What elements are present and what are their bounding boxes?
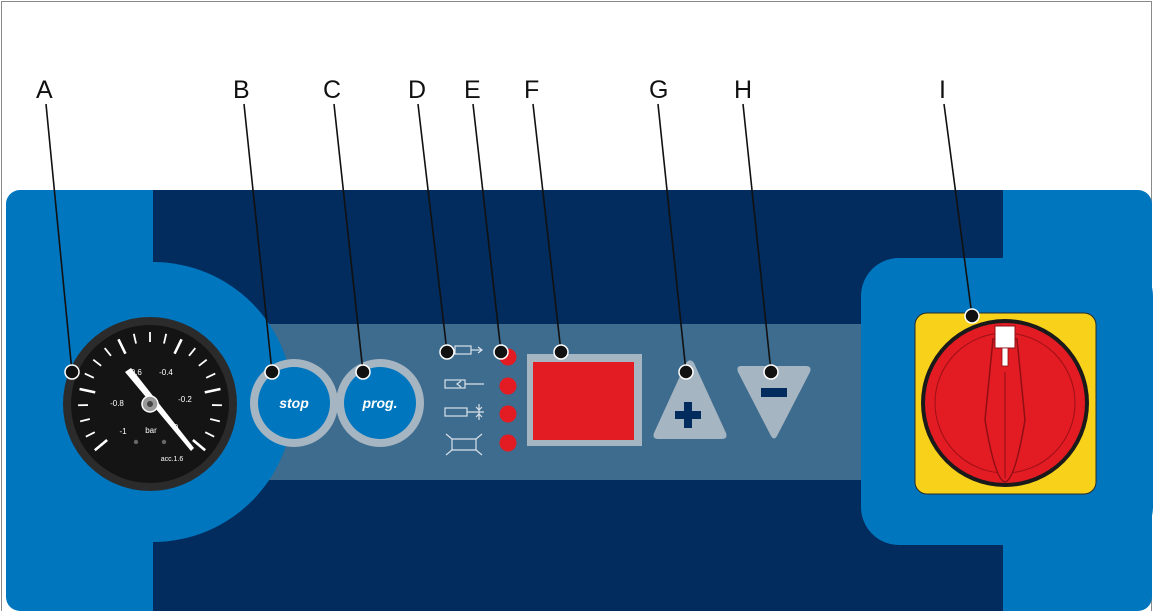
leader-dot-g bbox=[679, 365, 693, 379]
led-indicator bbox=[500, 406, 517, 423]
gauge-label: -0.2 bbox=[178, 395, 192, 404]
leader-dot-h bbox=[764, 365, 778, 379]
leader-dot-f bbox=[554, 345, 568, 359]
leader-dot-b bbox=[265, 365, 279, 379]
rotary-switch-icon bbox=[995, 326, 1015, 348]
stop-button-label: stop bbox=[279, 395, 309, 411]
leader-dot-c bbox=[356, 365, 370, 379]
gauge-screw bbox=[134, 440, 138, 444]
led-indicator bbox=[500, 378, 517, 395]
gauge-hub-center bbox=[147, 401, 153, 407]
vacuum-gauge: -1 -0.8 -0.6 -0.4 -0.2 0 bar acc.1.6 bbox=[63, 317, 237, 491]
gauge-label: -1 bbox=[119, 427, 127, 436]
leader-dot-d bbox=[440, 345, 454, 359]
leader-dot-a bbox=[65, 365, 79, 379]
gauge-label: -0.8 bbox=[110, 399, 124, 408]
leader-dot-e bbox=[494, 345, 508, 359]
leader-dot-i bbox=[965, 309, 979, 323]
digital-display bbox=[527, 354, 642, 446]
main-switch[interactable] bbox=[915, 313, 1096, 494]
switch-indicator-mark bbox=[1002, 348, 1008, 366]
stop-button[interactable]: stop bbox=[250, 359, 338, 447]
gauge-screw bbox=[162, 440, 166, 444]
prog-button-label: prog. bbox=[362, 395, 398, 411]
gauge-unit-label: bar bbox=[145, 426, 157, 435]
gauge-range-label: acc.1.6 bbox=[161, 456, 184, 463]
minus-icon bbox=[761, 388, 787, 397]
gauge-label: -0.4 bbox=[159, 368, 173, 377]
prog-button[interactable]: prog. bbox=[336, 359, 424, 447]
led-indicator bbox=[500, 435, 517, 452]
display-screen bbox=[533, 362, 634, 440]
